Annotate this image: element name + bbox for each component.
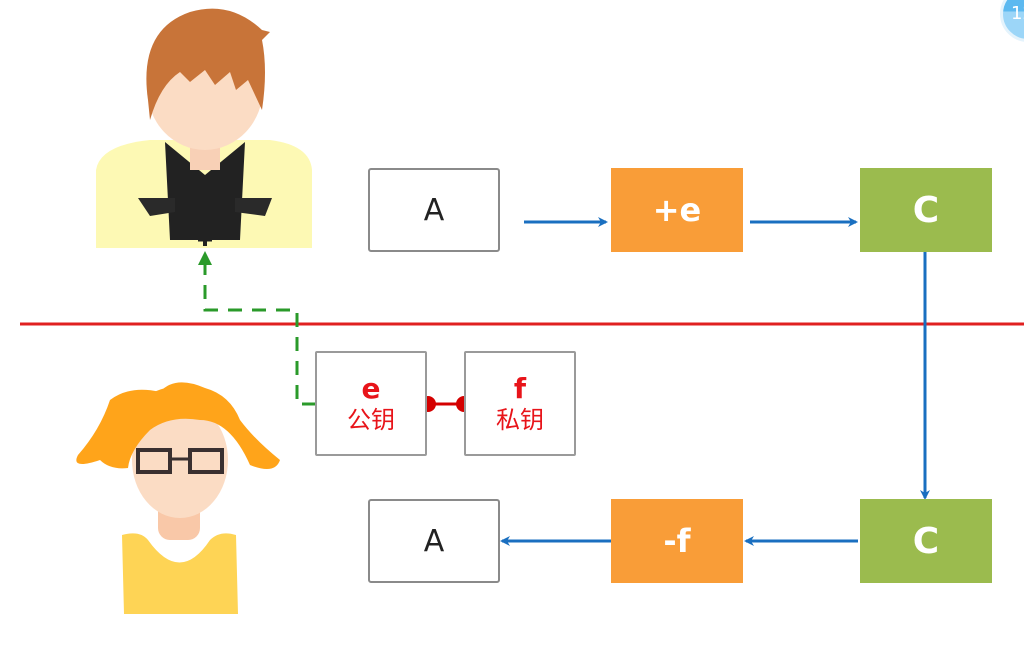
plaintext-box-top: A <box>368 168 500 252</box>
encrypt-box: +e <box>611 168 743 252</box>
decrypt-box: -f <box>611 499 743 583</box>
encrypt-label: +e <box>652 191 702 229</box>
public-key-symbol: e <box>361 371 381 405</box>
ciphertext-box-top: C <box>860 168 992 252</box>
page-badge[interactable]: 12 <box>1000 0 1024 42</box>
public-key-box: e 公钥 <box>315 351 427 456</box>
private-key-box: f 私钥 <box>464 351 576 456</box>
badge-text: 12 <box>1011 3 1024 24</box>
man-avatar-icon <box>96 8 312 248</box>
private-key-label: 私钥 <box>496 405 544 434</box>
public-key-transfer-path <box>198 251 316 406</box>
plaintext-label: A <box>423 192 445 228</box>
ciphertext-label: C <box>912 189 940 231</box>
ciphertext-box-bottom: C <box>860 499 992 583</box>
decrypt-label: -f <box>663 522 691 560</box>
public-key-label: 公钥 <box>347 405 395 434</box>
woman-avatar-icon <box>76 382 280 614</box>
plaintext-box-bottom: A <box>368 499 500 583</box>
ciphertext-label: C <box>912 520 940 562</box>
plaintext-label: A <box>423 523 445 559</box>
private-key-symbol: f <box>513 371 527 405</box>
